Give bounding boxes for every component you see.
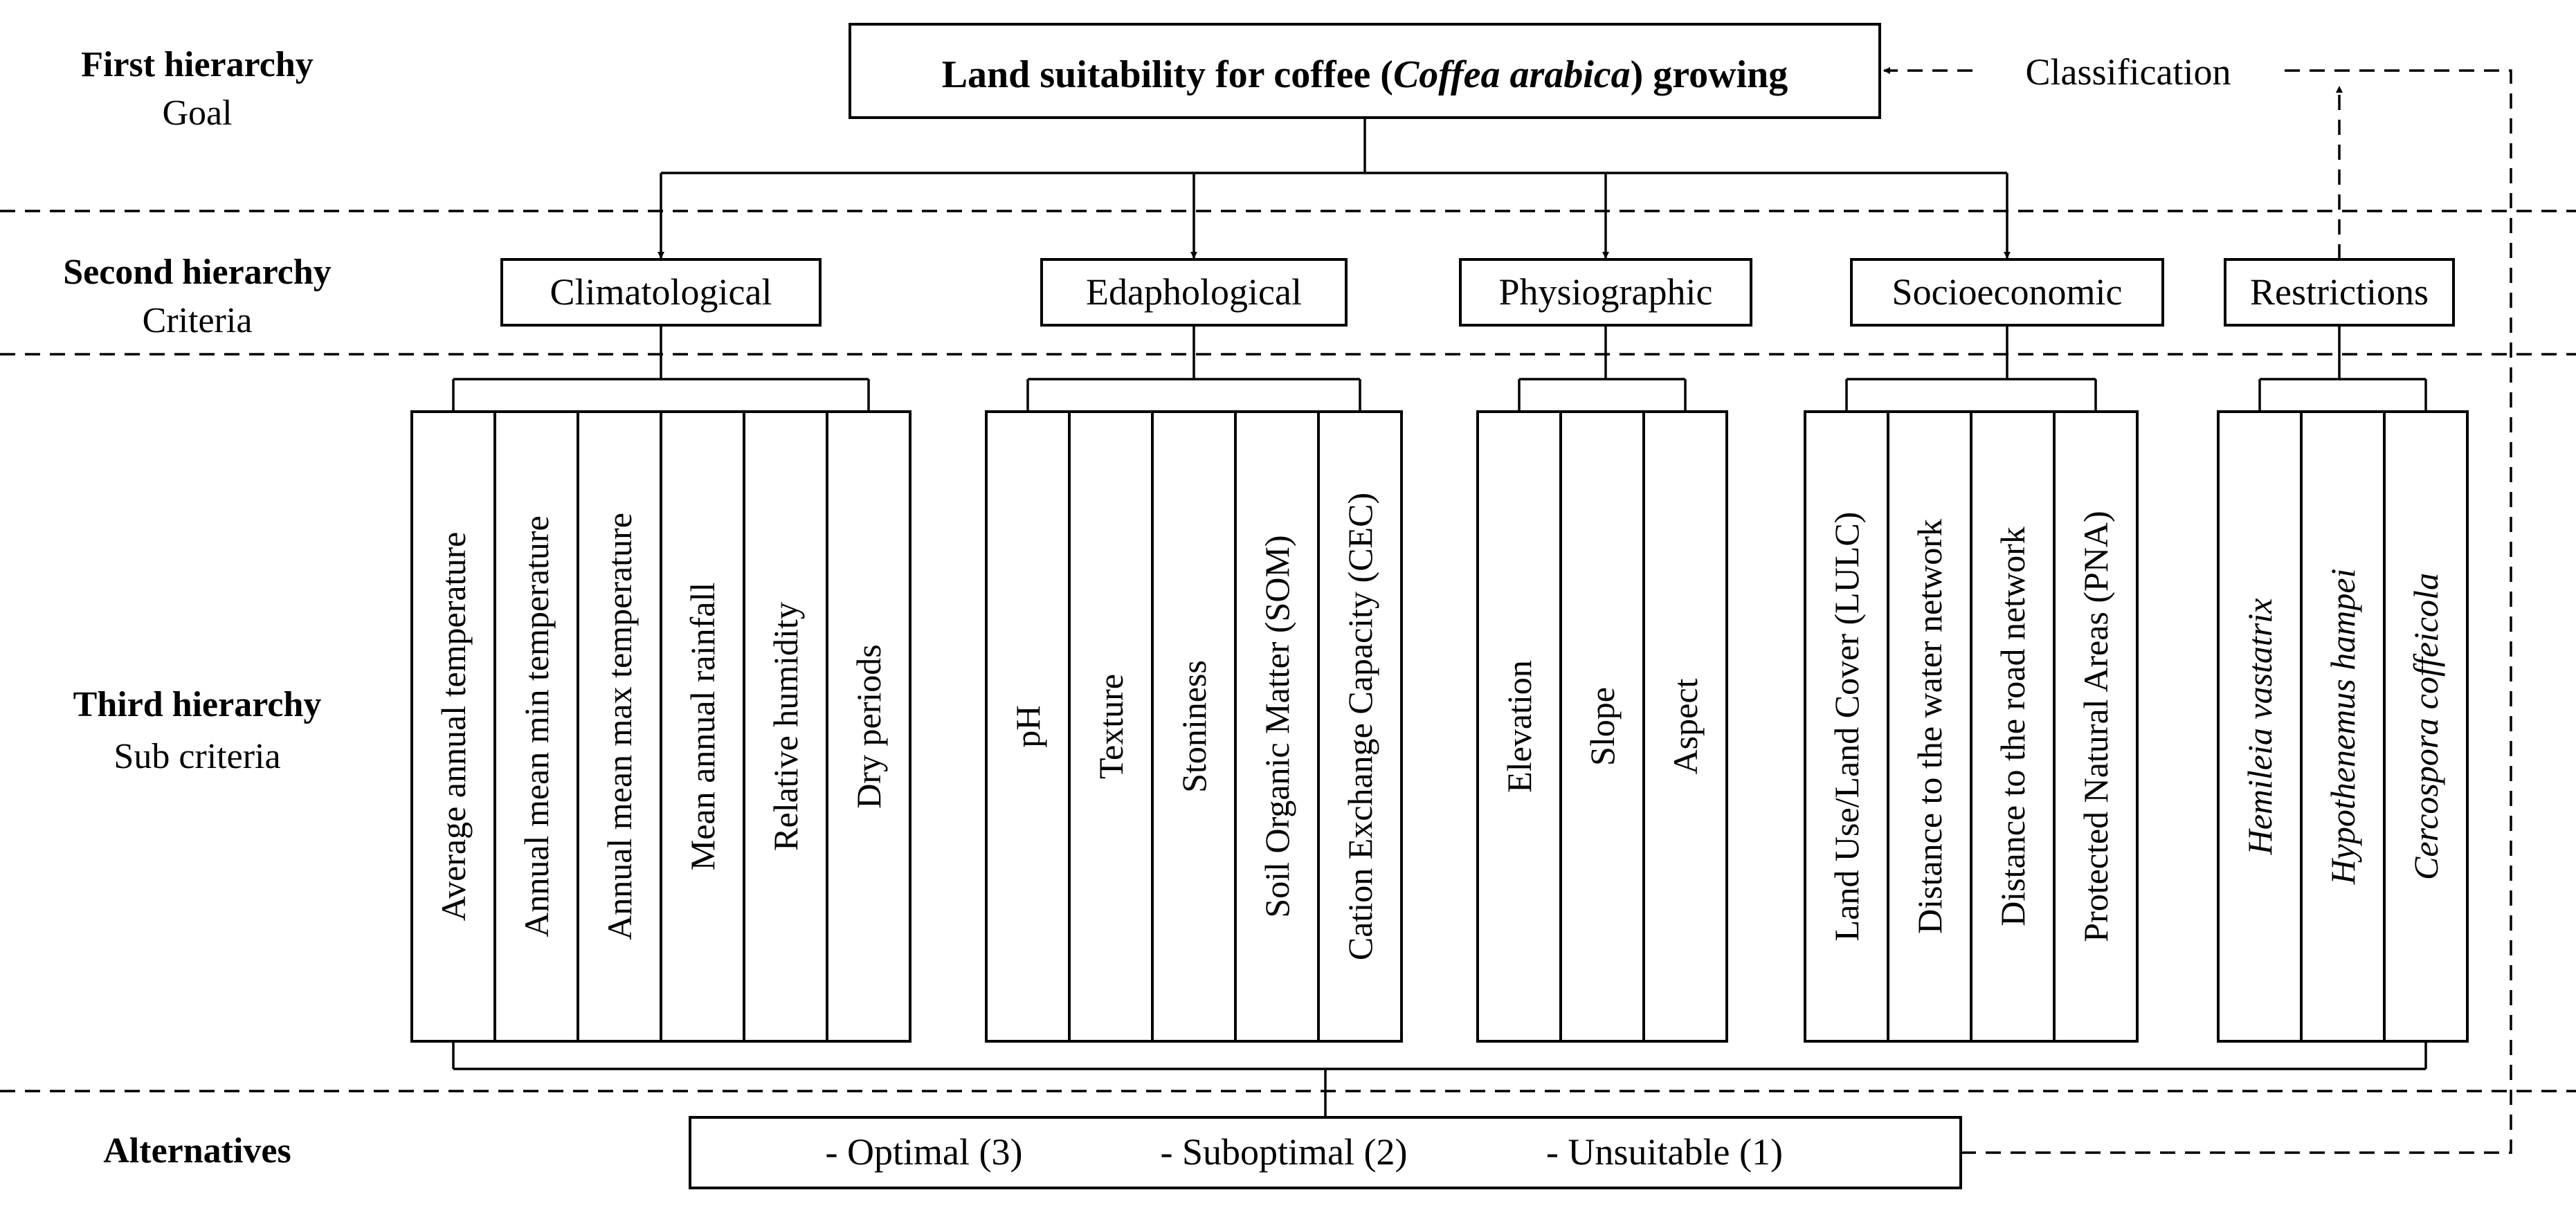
subcriterion-label-hemileia-vastatrix: Hemileia vastatrix [2240, 598, 2279, 856]
first-hierarchy-subtitle: Goal [162, 93, 232, 133]
criterion-label-physiographic: Physiographic [1499, 271, 1713, 313]
subcriterion-box-texture [1068, 410, 1154, 1043]
criterion-box-edaphological [1040, 258, 1348, 327]
subcriterion-box-soil-organic-matter-som [1234, 410, 1320, 1043]
subcriterion-box-hypothenemus-hampei [2300, 410, 2386, 1043]
subcriterion-label-mean-annual-rainfall: Mean annual rainfall [683, 583, 722, 870]
criterion-box-physiographic [1459, 258, 1752, 327]
subcriterion-label-annual-mean-min-temperature: Annual mean min temperature [517, 515, 556, 937]
subcriterion-box-land-use-land-cover-lulc [1804, 410, 1889, 1043]
subcriterion-label-ph: pH [1008, 705, 1047, 747]
first-hierarchy-title: First hierarchy [81, 45, 314, 84]
subcriterion-label-distance-to-the-road-network: Distance to the road network [1993, 527, 2032, 926]
subcriteria-boxes: Average annual temperature Annual mean mi… [410, 325, 2469, 1117]
alternatives-title: Alternatives [103, 1131, 291, 1171]
alternative-optimal: - Optimal (3) [826, 1131, 1023, 1173]
subcriterion-label-protected-natural-areas-pna: Protected Natural Areas (PNA) [2076, 511, 2115, 942]
goal-text: Land suitability for coffee (Coffea arab… [942, 53, 1788, 96]
third-hierarchy-title: Third hierarchy [73, 685, 322, 724]
subcriterion-box-protected-natural-areas-pna [2053, 410, 2139, 1043]
alternatives-box [689, 1116, 1962, 1189]
subcriterion-label-dry-periods: Dry periods [849, 644, 888, 808]
subcriterion-box-elevation [1476, 410, 1562, 1043]
criterion-label-restrictions: Restrictions [2250, 271, 2429, 313]
goal-text-prefix: Land suitability for coffee ( [942, 53, 1393, 96]
subcriterion-label-average-annual-temperature: Average annual temperature [434, 532, 473, 922]
subcriterion-box-hemileia-vastatrix [2217, 410, 2303, 1043]
subcriterion-box-distance-to-the-water-network [1887, 410, 1972, 1043]
subcriterion-box-slope [1559, 410, 1645, 1043]
subcriterion-label-land-use-land-cover-lulc: Land Use/Land Cover (LULC) [1827, 512, 1866, 942]
criterion-box-socioeconomic [1850, 258, 2164, 327]
classification-feedback-loop [1883, 67, 2512, 1154]
goal-to-criteria-links [657, 118, 2011, 259]
subcriterion-label-relative-humidity: Relative humidity [766, 602, 805, 851]
subcriterion-label-cercospora-coffeicola: Cercospora coffeicola [2406, 573, 2445, 880]
subcriterion-box-relative-humidity [743, 410, 828, 1043]
subcriterion-box-average-annual-temperature [410, 410, 496, 1043]
subcriterion-box-dry-periods [826, 410, 911, 1043]
criterion-label-climatological: Climatological [550, 271, 772, 313]
criterion-label-socioeconomic: Socioeconomic [1892, 271, 2123, 313]
subcriterion-box-cercospora-coffeicola [2383, 410, 2469, 1043]
subcriterion-box-cation-exchange-capacity-cec [1317, 410, 1403, 1043]
subcriterion-label-texture: Texture [1091, 674, 1130, 779]
classification-label: Classification [2026, 51, 2231, 93]
subcriterion-box-stoniness [1151, 410, 1237, 1043]
second-hierarchy-subtitle: Criteria [143, 301, 253, 340]
alternative-unsuitable: - Unsuitable (1) [1546, 1131, 1783, 1173]
subcriterion-label-slope: Slope [1583, 687, 1622, 766]
subcriterion-box-aspect [1642, 410, 1728, 1043]
subcriterion-label-stoniness: Stoniness [1174, 660, 1213, 793]
subcriterion-label-soil-organic-matter-som: Soil Organic Matter (SOM) [1258, 535, 1296, 917]
subcriterion-label-cation-exchange-capacity-cec: Cation Exchange Capacity (CEC) [1341, 493, 1379, 960]
alternatives-feedback-path [1961, 69, 2512, 1154]
subcriterion-label-distance-to-the-water-network: Distance to the water network [1910, 519, 1949, 934]
subcriterion-box-ph [985, 410, 1071, 1043]
subcriterion-box-distance-to-the-road-network [1970, 410, 2056, 1043]
subcriterion-label-aspect: Aspect [1666, 678, 1705, 774]
goal-text-suffix: ) growing [1631, 53, 1788, 96]
subcriterion-label-annual-mean-max-temperature: Annual mean max temperature [600, 513, 639, 940]
criteria-boxes: Climatological Edaphological Physiographic… [500, 258, 2455, 327]
goal-box [849, 23, 1881, 119]
second-hierarchy-title: Second hierarchy [63, 253, 332, 292]
subcriterion-box-mean-annual-rainfall [660, 410, 745, 1043]
third-hierarchy-subtitle: Sub criteria [114, 737, 280, 776]
subcriterion-label-hypothenemus-hampei: Hypothenemus hampei [2323, 569, 2362, 886]
subcriterion-box-annual-mean-max-temperature [577, 410, 662, 1043]
criterion-label-edaphological: Edaphological [1086, 271, 1302, 313]
alternative-suboptimal: - Suboptimal (2) [1161, 1131, 1408, 1173]
goal-text-species: Coffea arabica [1393, 53, 1631, 96]
subcriterion-label-elevation: Elevation [1500, 660, 1539, 793]
